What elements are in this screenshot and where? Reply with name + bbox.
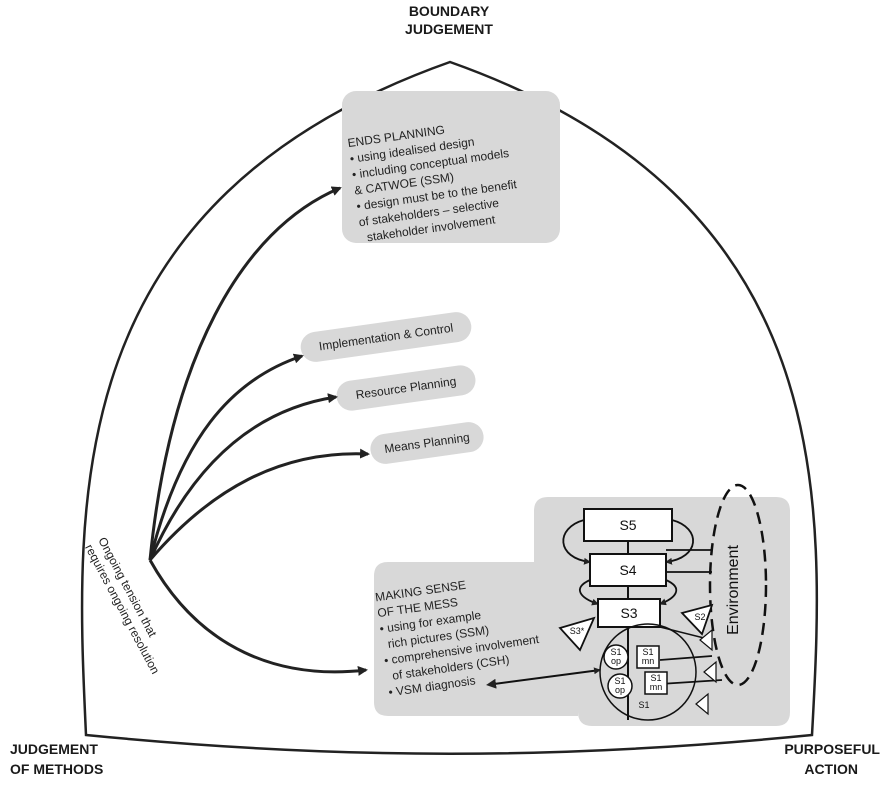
- vsm-loop-s4-s3-left: [578, 579, 599, 606]
- vsm-s5-box: [583, 508, 673, 542]
- vsm-mn-bottom-label: mn: [650, 682, 663, 692]
- vsm-s3star-triangle: [558, 616, 596, 652]
- vsm-s4-label: S4: [619, 562, 636, 578]
- corner-top-line1: BOUNDARY: [409, 3, 490, 19]
- vsm-small-triangle-3: [695, 692, 709, 716]
- vsm-loop-s5-s4-left: [562, 519, 591, 565]
- vsm-s1-op-top-label: S1: [610, 647, 621, 657]
- vsm-mn-top-label: mn: [642, 656, 655, 666]
- vsm-s1-label: S1: [638, 700, 649, 710]
- vsm-small-triangle-1: [699, 628, 713, 652]
- corner-left-line2: OF METHODS: [10, 761, 103, 777]
- vsm-s2-triangle: [680, 603, 714, 636]
- vsm-op-bottom-label: op: [615, 685, 625, 695]
- vsm-s3star-label: S3*: [570, 626, 585, 636]
- ends-planning-box: ENDS PLANNING • using idealised design •…: [342, 91, 560, 244]
- arrow-fan: [148, 186, 370, 676]
- corner-label-purposeful-action: PURPOSEFUL ACTION: [784, 741, 880, 777]
- vsm-s1-op-top-circle: [603, 644, 629, 670]
- corner-right-line1: PURPOSEFUL: [784, 741, 880, 757]
- corner-label-boundary-judgement: BOUNDARY JUDGEMENT: [405, 3, 493, 37]
- vsm-s1-mn-top-box: [636, 645, 660, 669]
- arrow-to-means: [148, 448, 370, 561]
- vsm-s1-mn-bottom-label: S1: [650, 673, 661, 683]
- vsm-small-triangle-2: [703, 660, 717, 684]
- vsm-diagnosis-double-arrow: [486, 667, 601, 689]
- corner-label-judgement-of-methods: JUDGEMENT OF METHODS: [10, 741, 103, 777]
- arrow-to-making-sense: [148, 559, 368, 676]
- vsm-s1-op-bottom-label: S1: [614, 676, 625, 686]
- corner-right-line2: ACTION: [804, 761, 858, 777]
- corner-top-line2: JUDGEMENT: [405, 21, 493, 37]
- corner-left-line1: JUDGEMENT: [10, 741, 98, 757]
- arrow-to-ends-planning: [148, 186, 342, 561]
- arrow-to-resource: [148, 393, 338, 561]
- arrow-to-implementation: [148, 353, 304, 561]
- vsm-s4-box: [589, 553, 667, 587]
- vsm-s3-label: S3: [620, 605, 637, 621]
- vsm-s3-box: [597, 598, 661, 628]
- vsm-loop-s5-s4-right: [665, 519, 694, 565]
- vsm-s1-mn-bottom-box: [644, 671, 668, 695]
- ends-planning-background: [342, 91, 560, 243]
- vsm-s1-op-bottom-circle: [607, 673, 633, 699]
- vsm-environment-ellipse: [708, 483, 768, 687]
- vsm-environment-label: Environment: [725, 545, 742, 635]
- pill-resource-planning: Resource Planning: [336, 365, 476, 411]
- vsm-s2-label: S2: [694, 612, 705, 622]
- vsm-s5-label: S5: [619, 517, 636, 533]
- vsm-s1-mn-top-label: S1: [642, 647, 653, 657]
- vsm-op-top-label: op: [611, 656, 621, 666]
- pill-means-planning: Means Planning: [370, 422, 484, 464]
- vsm-loop-s4-s3-right: [659, 579, 678, 606]
- vsm-diagram: Environment S5 S4 S3 S3* S2 S1: [486, 483, 768, 721]
